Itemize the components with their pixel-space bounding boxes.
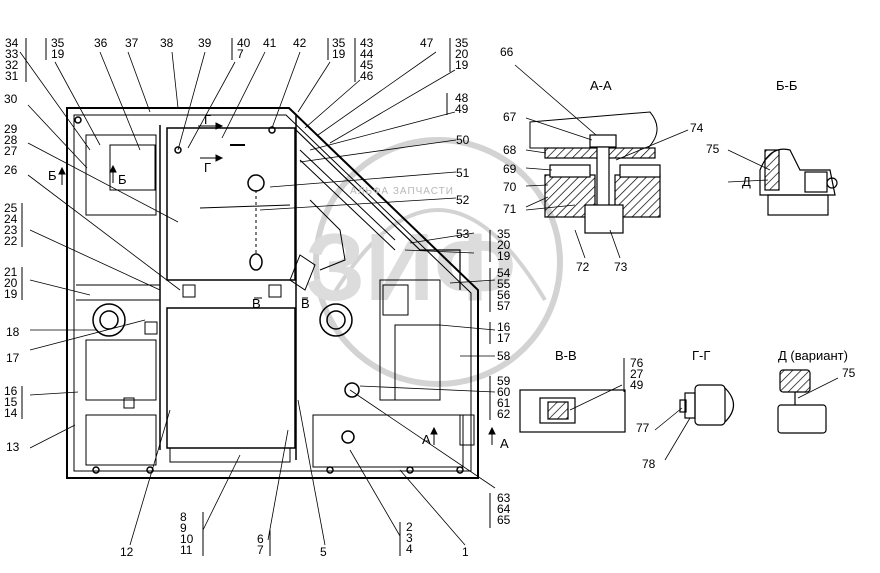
marker-v-right: В [301,296,310,311]
callout-40-7: 40 7 [237,36,251,61]
callout-5: 5 [320,545,327,559]
callout-76-27-49: 76 27 49 [630,356,644,392]
marker-g-top: Г [204,112,212,127]
marker-a-right: А [500,436,509,451]
view-arrows [58,122,496,445]
callout-75-d: 75 [842,366,856,380]
section-d-variant-view [777,369,839,434]
callout-38: 38 [160,36,174,50]
callout-73: 73 [614,260,628,274]
callout-16-17-right: 16 17 [497,320,511,345]
callout-35-20-19-mid: 35 20 19 [497,227,511,263]
marker-d-bb: Д [742,174,751,189]
callout-58: 58 [497,349,511,363]
callout-68: 68 [503,143,517,157]
callout-74: 74 [690,121,704,135]
callout-53: 53 [456,227,470,241]
callout-35-20-19-top: 35 20 19 [455,36,469,72]
callout-29-27: 29 28 27 [4,122,18,158]
callout-51: 51 [456,166,470,180]
callout-18: 18 [6,325,20,339]
callout-66: 66 [500,45,514,59]
section-aa-view [514,64,689,259]
main-housing [66,107,479,479]
section-title-aa: А-А [590,78,612,93]
callout-50: 50 [456,133,470,147]
callout-30: 30 [4,92,18,106]
callout-8-11: 8 9 10 11 [180,510,194,557]
callout-69: 69 [503,162,517,176]
callout-17: 17 [6,351,20,365]
callout-13: 13 [6,440,20,454]
watermark-logo: ЗИФ [305,137,563,387]
callout-59-62: 59 60 61 62 [497,374,511,421]
callout-47: 47 [420,36,434,50]
callout-52: 52 [456,193,470,207]
callout-2-4: 2 3 4 [406,520,413,556]
callout-48-49: 48 49 [455,91,469,116]
callout-70: 70 [503,180,517,194]
section-title-vv: В-В [555,348,577,363]
leader-lines [19,51,496,546]
marker-b-inner: Б [118,172,127,187]
callout-77: 77 [636,421,650,435]
callout-78: 78 [642,457,656,471]
callout-6-7: 6 7 [257,532,264,557]
callout-63-65: 63 64 65 [497,491,511,527]
callout-72: 72 [576,260,590,274]
callout-12: 12 [120,545,134,559]
section-bb-view [727,148,838,216]
callout-67: 67 [503,110,517,124]
marker-b-left: Б [48,168,57,183]
callout-35-19-a: 35 19 [51,36,65,61]
callout-71: 71 [503,202,517,216]
marker-g-mid: Г [204,160,212,175]
callout-26: 26 [4,163,18,177]
section-title-gg: Г-Г [692,348,711,363]
section-gg-view [654,384,735,461]
svg-text:ЗИФ: ЗИФ [305,214,516,321]
callout-16-14: 16 15 14 [4,384,18,420]
callout-1: 1 [462,545,469,559]
callout-34-31: 34 33 32 31 [5,36,19,83]
section-title-bb: Б-Б [776,78,798,93]
callout-39: 39 [198,36,212,50]
callout-25-22: 25 24 23 22 [4,201,18,248]
marker-a-inner: А [422,432,431,447]
watermark-text: АЛЬФА ЗАПЧАСТИ [350,186,454,197]
section-title-d-variant: Д (вариант) [778,348,848,363]
callout-36: 36 [94,36,108,50]
marker-v-left: В [252,296,261,311]
callout-37: 37 [125,36,139,50]
callout-43-46: 43 44 45 46 [360,36,374,83]
group-bars [21,38,625,556]
callout-35-19-b: 35 19 [332,36,346,61]
callout-42: 42 [293,36,307,50]
callout-41: 41 [263,36,277,50]
callout-75-bb: 75 [706,142,720,156]
callout-21-19: 21 20 19 [4,265,18,301]
callout-54-57: 54 55 56 57 [497,266,511,313]
section-vv-view [519,384,626,433]
